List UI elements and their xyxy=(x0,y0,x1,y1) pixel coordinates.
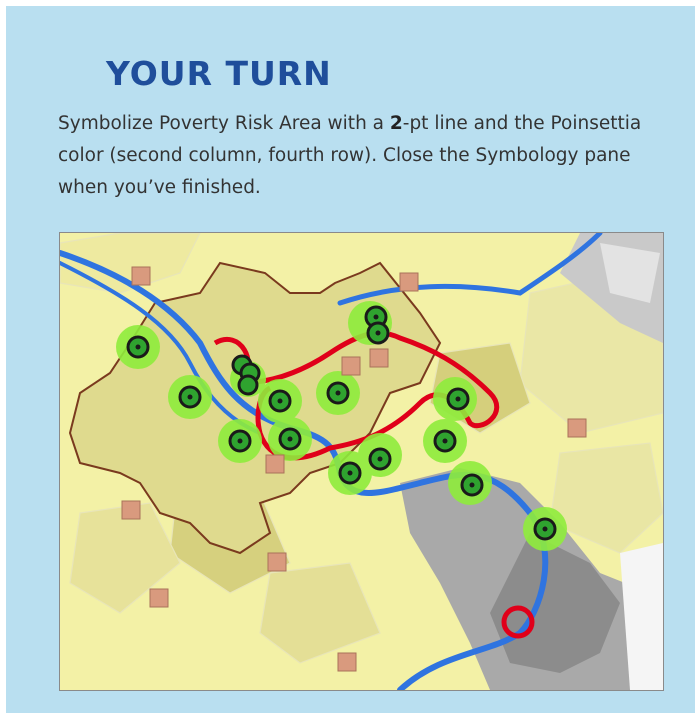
rivers xyxy=(60,233,603,690)
point-centers xyxy=(135,314,548,532)
city-boundary-fill xyxy=(68,261,442,555)
map-figure xyxy=(59,232,664,691)
square-markers xyxy=(121,266,587,672)
map-canvas xyxy=(60,233,663,690)
your-turn-panel: YOUR TURN Symbolize Poverty Risk Area wi… xyxy=(6,6,695,713)
gray-urban-area xyxy=(400,233,663,690)
instructions-part-1: Symbolize Poverty Risk Area with a xyxy=(58,113,390,134)
risk-area-ring xyxy=(501,605,535,639)
instructions-emphasis: 2 xyxy=(389,113,403,134)
instructions-part-2: -pt line and the Poinsettia color (secon… xyxy=(58,113,642,198)
section-title: YOUR TURN xyxy=(106,54,332,93)
instructions-text: Symbolize Poverty Risk Area with a 2-pt … xyxy=(58,108,658,204)
point-markers xyxy=(126,305,557,541)
